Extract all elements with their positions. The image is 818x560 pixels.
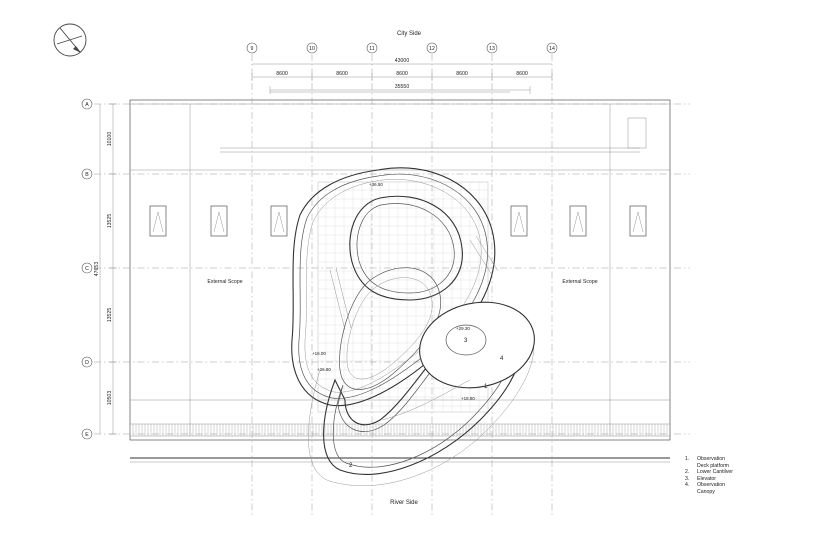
grid-label-row: E <box>85 432 89 438</box>
building-outline <box>129 91 671 463</box>
top-dimension-chain: 43000 8600 8600 8600 8600 8600 35550 <box>251 58 553 94</box>
legend-number: 4. <box>685 482 690 489</box>
grid-bubble-column <box>486 42 498 54</box>
city-side-label: City Side <box>397 31 422 37</box>
grid-bubble-row <box>81 428 93 440</box>
external-scope-right: External Scope <box>562 279 597 285</box>
grid-bubble-column <box>366 42 378 54</box>
dim-bay-side: 10100 <box>107 132 113 147</box>
grid-bubble-row <box>81 168 93 180</box>
level-tag: +29.30 <box>456 326 470 331</box>
legend-text: Lower Cantilver <box>697 469 734 476</box>
grid-bubble-row <box>81 262 93 274</box>
window-openings <box>149 205 647 237</box>
plan-number-3: 3 <box>464 338 468 344</box>
level-tag: +36.50 <box>369 182 383 187</box>
grid-label-column: 14 <box>549 46 555 52</box>
grid-bubble-column <box>426 42 438 54</box>
dim-bay-top: 8600 <box>276 71 288 77</box>
legend-number: 3. <box>685 475 690 482</box>
dim-total-top: 43000 <box>395 58 410 64</box>
dim-bay-side: 10503 <box>107 391 113 406</box>
legend-text: Elevator <box>697 475 717 482</box>
legend-number: 1. <box>685 456 690 462</box>
grid-label-row: C <box>85 266 89 272</box>
legend-item: 2. Lower Cantilver <box>685 469 795 476</box>
grid-label-column: 9 <box>251 46 254 52</box>
level-tag: +18.80 <box>461 396 475 401</box>
legend-item: 1. Observation Deck platform <box>685 456 795 469</box>
row-grid: A B C D E <box>81 98 690 440</box>
legend-item: 3. Elevator <box>685 476 795 483</box>
grid-label-column: 10 <box>309 46 315 52</box>
grid-label-row: B <box>85 172 89 178</box>
dim-inner-top: 35550 <box>395 84 410 90</box>
plan-number-4: 4 <box>500 356 504 362</box>
dim-bay-side: 13525 <box>107 308 113 323</box>
legend-item: 4. Observation Canopy <box>685 482 795 495</box>
grid-bubble-column <box>306 42 318 54</box>
sculpture-loops <box>291 167 535 486</box>
external-scope-left: External Scope <box>207 279 242 285</box>
dim-total-side: 47653 <box>94 262 100 277</box>
legend-text: Observation Deck platform <box>697 456 729 469</box>
grid-bubble-column <box>246 42 258 54</box>
grid-bubble-row <box>81 98 93 110</box>
legend-number: 2. <box>685 469 690 476</box>
legend-text: Observation Canopy <box>697 482 725 495</box>
dim-bay-top: 8600 <box>396 71 408 77</box>
river-side-label: River Side <box>390 500 418 506</box>
level-tag: +16.00 <box>312 351 326 356</box>
dim-bay-side: 13525 <box>107 214 113 229</box>
grid-label-column: 13 <box>489 46 495 52</box>
north-arrow-icon <box>53 23 87 57</box>
dim-bay-top: 8600 <box>336 71 348 77</box>
side-dimension-chain: 47653 10100 13525 13525 10503 <box>94 103 117 435</box>
dim-bay-top: 8600 <box>516 71 528 77</box>
grid-label-column: 11 <box>369 46 374 52</box>
legend: 1. Observation Deck platform 2. Lower Ca… <box>685 456 795 496</box>
grid-bubble-column <box>546 42 558 54</box>
plan-number-1: 1 <box>484 384 488 390</box>
grid-label-row: D <box>85 360 89 366</box>
level-tag: +26.80 <box>317 367 331 372</box>
grid-label-row: A <box>85 102 89 108</box>
dim-bay-top: 8600 <box>456 71 468 77</box>
grid-bubble-row <box>81 356 93 368</box>
grid-label-column: 12 <box>429 46 435 52</box>
plan-number-2: 2 <box>349 463 353 469</box>
